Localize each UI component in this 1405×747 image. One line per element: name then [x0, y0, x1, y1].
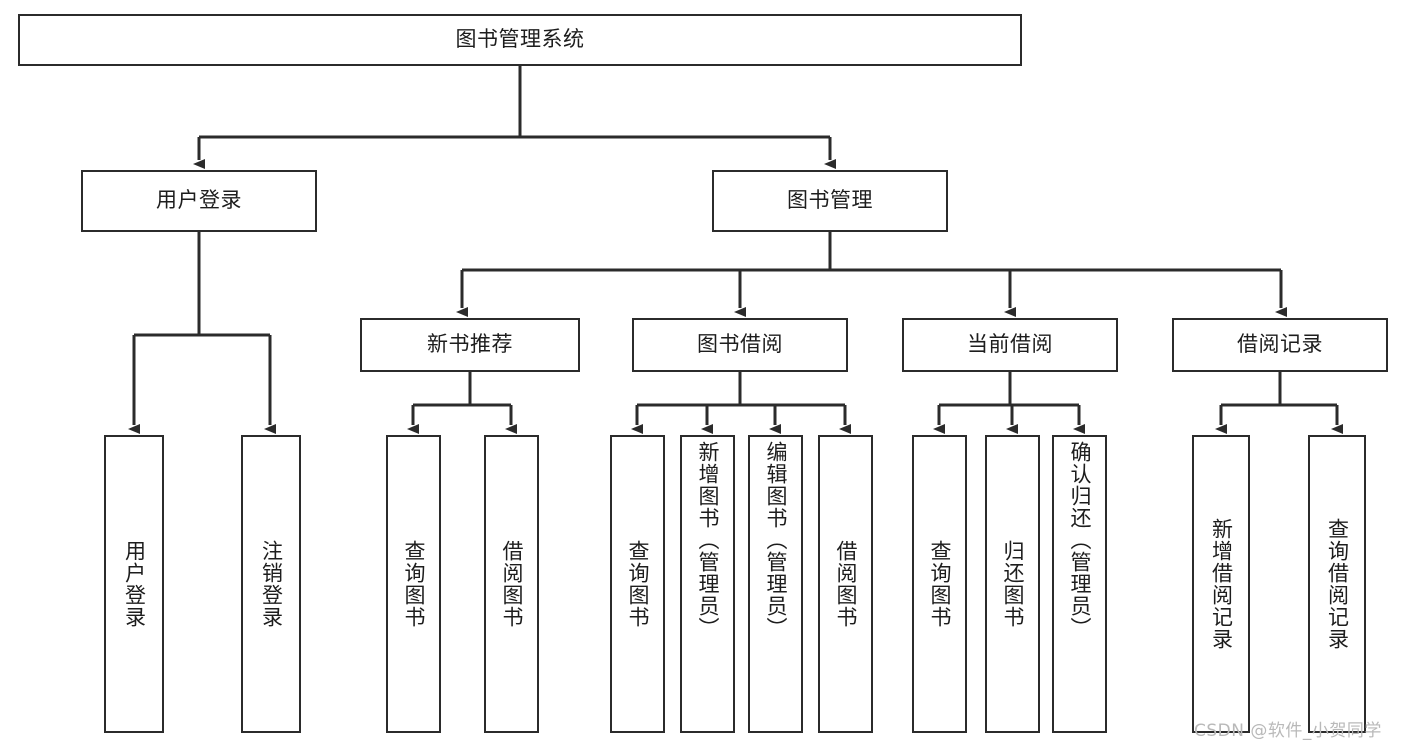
leaf-add-borrow-record[interactable]: 新增借阅记录 [1192, 435, 1250, 733]
node-root-label: 图书管理系统 [455, 27, 585, 52]
leaf-borrow-book-rec-label: 借阅图书 [499, 540, 524, 628]
leaf-borrow-book[interactable]: 借阅图书 [818, 435, 873, 733]
node-borrow-record-label: 借阅记录 [1237, 332, 1323, 357]
leaf-add-book-admin-label: 新增图书（管理员） [695, 441, 720, 639]
leaf-text-wrap: 借阅图书 [486, 437, 537, 731]
leaf-text-wrap: 注销登录 [243, 437, 299, 731]
leaf-borrow-book-rec[interactable]: 借阅图书 [484, 435, 539, 733]
node-current-borrow[interactable]: 当前借阅 [902, 318, 1118, 372]
node-user-login[interactable]: 用户登录 [81, 170, 317, 232]
node-root[interactable]: 图书管理系统 [18, 14, 1022, 66]
csdn-watermark: CSDN @软件_小贺同学 [1194, 721, 1382, 741]
leaf-logout-label: 注销登录 [259, 540, 284, 628]
leaf-text-wrap: 查询图书 [914, 437, 965, 731]
leaf-query-borrow-record-label: 查询借阅记录 [1325, 518, 1350, 650]
node-current-borrow-label: 当前借阅 [967, 332, 1053, 357]
leaf-text-wrap: 确认归还（管理员） [1054, 437, 1105, 731]
leaf-confirm-return-admin-label: 确认归还（管理员） [1067, 441, 1092, 639]
leaf-text-wrap: 归还图书 [987, 437, 1038, 731]
leaf-query-book-current-label: 查询图书 [927, 540, 952, 628]
leaf-query-borrow-record[interactable]: 查询借阅记录 [1308, 435, 1366, 733]
node-book-borrow[interactable]: 图书借阅 [632, 318, 848, 372]
leaf-add-book-admin[interactable]: 新增图书（管理员） [680, 435, 735, 733]
node-book-management-label: 图书管理 [787, 188, 873, 213]
leaf-borrow-book-label: 借阅图书 [833, 540, 858, 628]
node-new-book-recommend-label: 新书推荐 [427, 332, 513, 357]
leaf-query-book-borrow-label: 查询图书 [625, 540, 650, 628]
leaf-text-wrap: 编辑图书（管理员） [750, 437, 801, 731]
leaf-text-wrap: 查询图书 [612, 437, 663, 731]
leaf-query-book-current[interactable]: 查询图书 [912, 435, 967, 733]
leaf-query-book-rec-label: 查询图书 [401, 540, 426, 628]
leaf-text-wrap: 查询图书 [388, 437, 439, 731]
node-book-borrow-label: 图书借阅 [697, 332, 783, 357]
leaf-return-book[interactable]: 归还图书 [985, 435, 1040, 733]
leaf-logout[interactable]: 注销登录 [241, 435, 301, 733]
leaf-edit-book-admin-label: 编辑图书（管理员） [763, 441, 788, 639]
leaf-query-book-rec[interactable]: 查询图书 [386, 435, 441, 733]
leaf-user-login-label: 用户登录 [122, 540, 147, 628]
node-new-book-recommend[interactable]: 新书推荐 [360, 318, 580, 372]
leaf-text-wrap: 新增借阅记录 [1194, 437, 1248, 731]
leaf-edit-book-admin[interactable]: 编辑图书（管理员） [748, 435, 803, 733]
node-borrow-record[interactable]: 借阅记录 [1172, 318, 1388, 372]
leaf-text-wrap: 借阅图书 [820, 437, 871, 731]
leaf-add-borrow-record-label: 新增借阅记录 [1209, 518, 1234, 650]
leaf-return-book-label: 归还图书 [1000, 540, 1025, 628]
node-user-login-label: 用户登录 [156, 188, 242, 213]
leaf-text-wrap: 用户登录 [106, 437, 162, 731]
leaf-query-book-borrow[interactable]: 查询图书 [610, 435, 665, 733]
leaf-text-wrap: 新增图书（管理员） [682, 437, 733, 731]
leaf-confirm-return-admin[interactable]: 确认归还（管理员） [1052, 435, 1107, 733]
leaf-user-login[interactable]: 用户登录 [104, 435, 164, 733]
node-book-management[interactable]: 图书管理 [712, 170, 948, 232]
leaf-text-wrap: 查询借阅记录 [1310, 437, 1364, 731]
